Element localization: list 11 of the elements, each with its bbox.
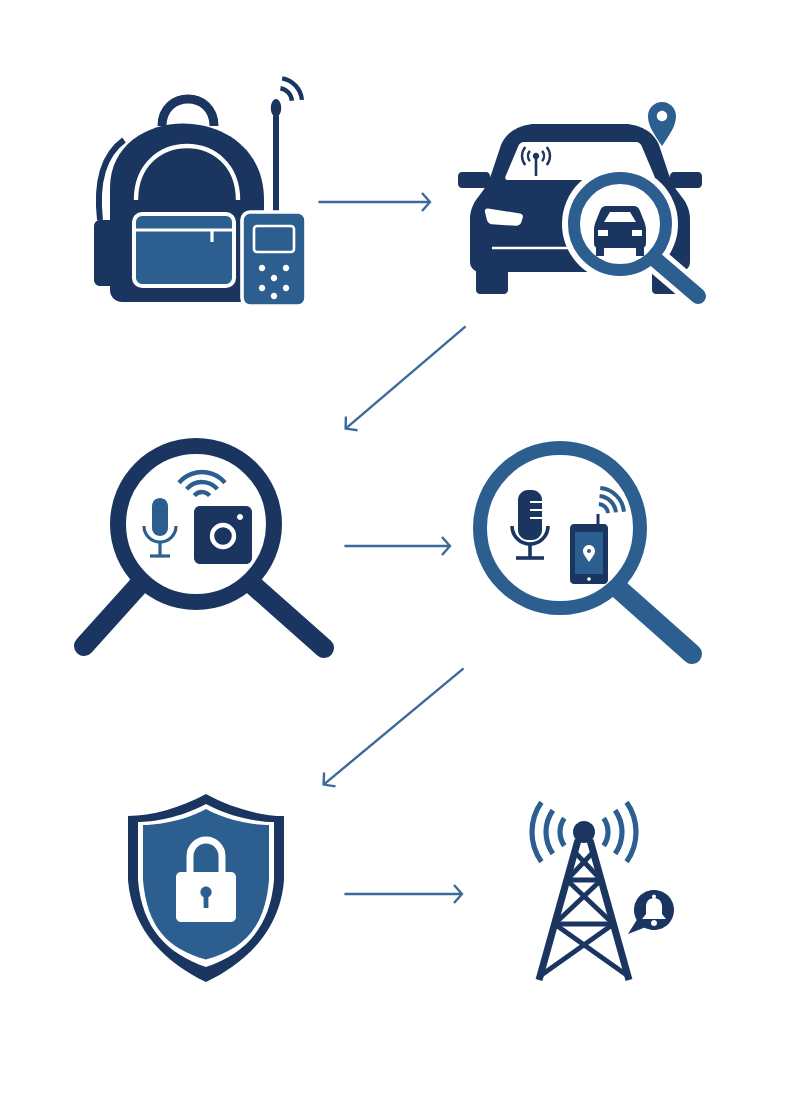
arrow xyxy=(344,536,452,556)
arrow xyxy=(344,884,464,904)
arrow xyxy=(318,192,432,212)
shield-lock-icon xyxy=(128,794,284,982)
radio-tower-icon xyxy=(529,800,674,981)
car-magnifier-icon xyxy=(458,102,711,309)
magnifier-mic-camera-icon xyxy=(74,438,334,658)
arrow xyxy=(344,325,467,432)
backpack-radio-icon xyxy=(94,76,308,308)
magnifier-mic-phone-icon xyxy=(473,441,702,664)
arrow xyxy=(322,667,465,788)
